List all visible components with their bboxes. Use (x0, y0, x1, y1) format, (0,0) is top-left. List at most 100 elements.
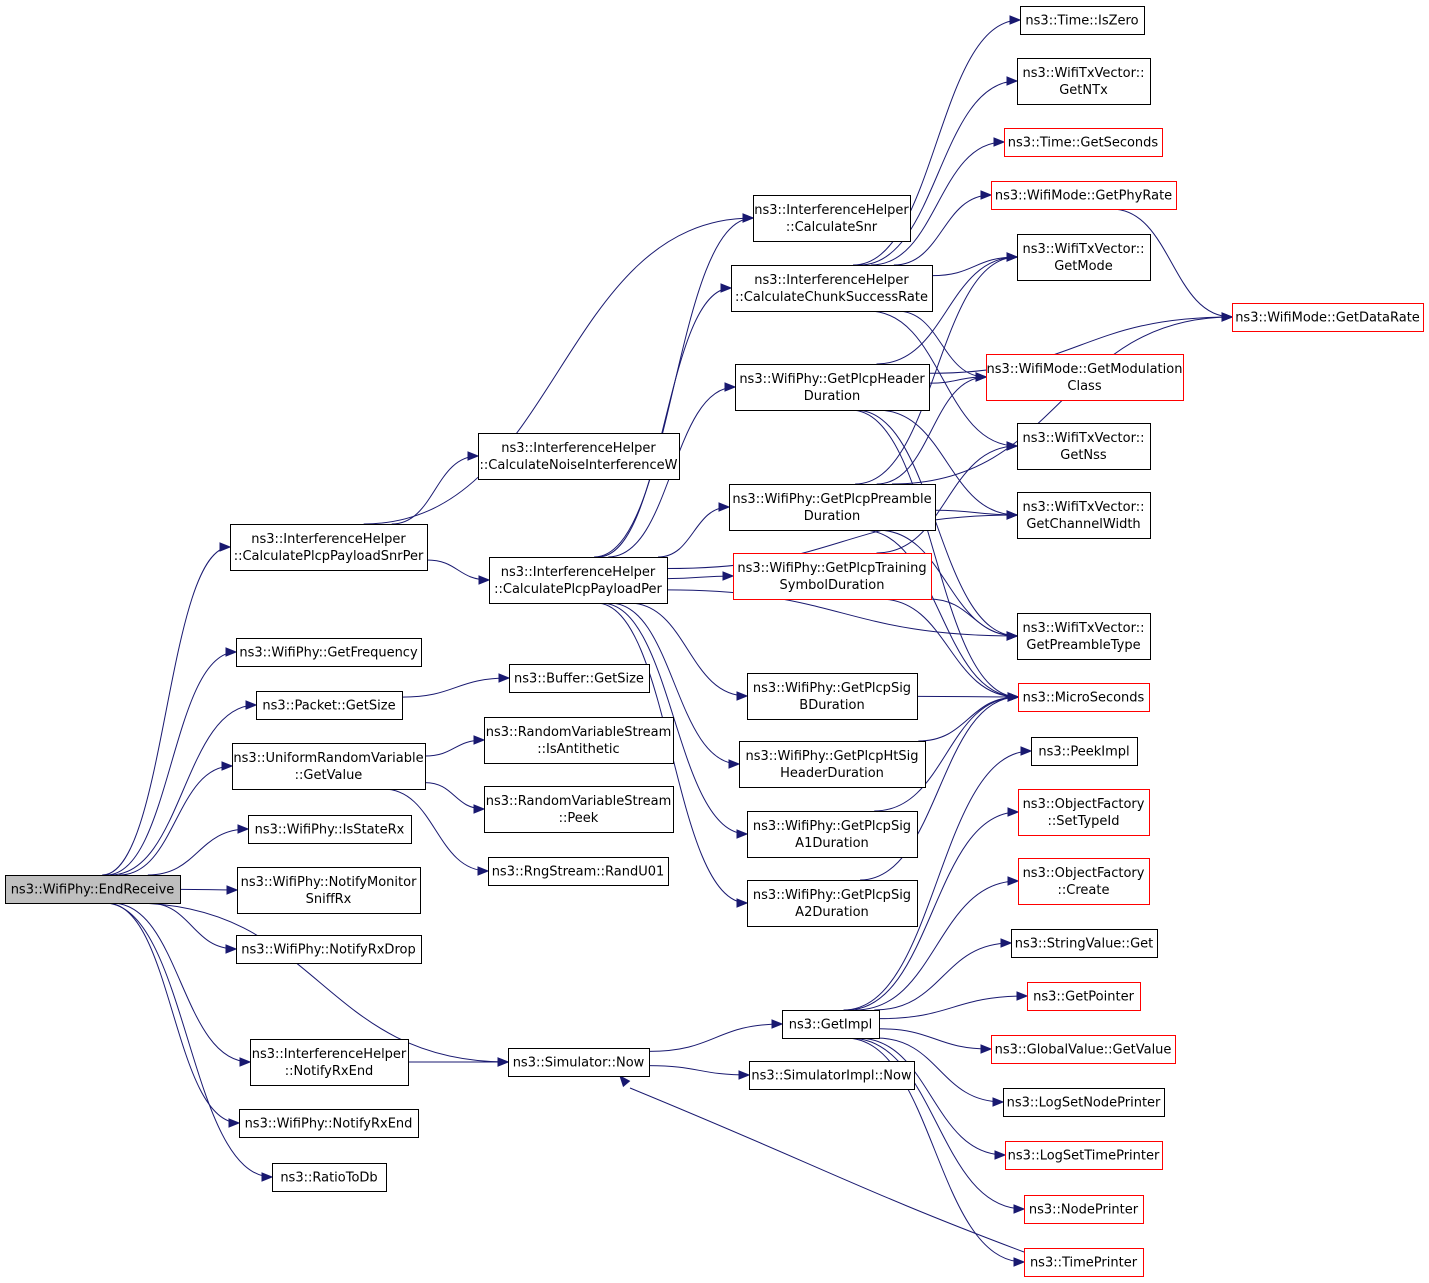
node-box[interactable] (508, 1048, 650, 1077)
node-get-impl[interactable]: ns3::GetImpl (782, 1010, 880, 1039)
node-buffer-get-size[interactable]: ns3::Buffer::GetSize (509, 664, 650, 693)
node-notify-rx-drop[interactable]: ns3::WifiPhy::NotifyRxDrop (236, 935, 422, 964)
node-box[interactable] (509, 664, 650, 693)
node-box[interactable] (1004, 128, 1163, 157)
node-box[interactable] (1017, 613, 1151, 660)
node-box[interactable] (747, 880, 918, 927)
node-box[interactable] (1017, 492, 1151, 539)
node-calc-plcp-payload-per[interactable]: ns3::InterferenceHelper::CalculatePlcpPa… (489, 557, 668, 604)
node-peek[interactable]: ns3::RandomVariableStream::Peek (484, 786, 674, 833)
node-box[interactable] (248, 815, 412, 844)
node-tx-get-nss[interactable]: ns3::WifiTxVector::GetNss (1017, 423, 1151, 470)
node-box[interactable] (237, 867, 421, 914)
node-box[interactable] (747, 673, 918, 720)
node-box[interactable] (239, 1109, 419, 1138)
node-box[interactable] (731, 265, 933, 312)
node-get-phy-rate[interactable]: ns3::WifiMode::GetPhyRate (991, 181, 1177, 210)
node-ratio-to-db[interactable]: ns3::RatioToDb (272, 1163, 387, 1192)
node-box[interactable] (484, 786, 674, 833)
node-box[interactable] (5, 875, 181, 904)
node-box[interactable] (991, 1035, 1176, 1064)
node-box[interactable] (1024, 1195, 1144, 1224)
node-global-value-get-value[interactable]: ns3::GlobalValue::GetValue (991, 1035, 1176, 1064)
node-box[interactable] (733, 553, 932, 600)
node-log-set-node-printer[interactable]: ns3::LogSetNodePrinter (1003, 1088, 1165, 1117)
node-tx-get-n-tx[interactable]: ns3::WifiTxVector::GetNTx (1017, 58, 1151, 105)
node-box[interactable] (1018, 683, 1150, 712)
node-box[interactable] (1005, 1141, 1163, 1170)
node-calc-noise-interference-w[interactable]: ns3::InterferenceHelper::CalculateNoiseI… (478, 433, 680, 480)
node-micro-seconds[interactable]: ns3::MicroSeconds (1018, 683, 1150, 712)
node-tx-get-mode[interactable]: ns3::WifiTxVector::GetMode (1017, 234, 1151, 281)
node-box[interactable] (1018, 858, 1150, 905)
node-box[interactable] (478, 433, 680, 480)
node-box[interactable] (250, 1039, 409, 1086)
node-sim-impl-now[interactable]: ns3::SimulatorImpl::Now (749, 1061, 915, 1090)
node-box[interactable] (729, 484, 936, 531)
node-box[interactable] (236, 935, 422, 964)
node-peek-impl[interactable]: ns3::PeekImpl (1031, 737, 1138, 766)
node-box[interactable] (232, 743, 426, 790)
node-get-frequency[interactable]: ns3::WifiPhy::GetFrequency (236, 638, 422, 667)
node-simulator-now[interactable]: ns3::Simulator::Now (508, 1048, 650, 1077)
node-box[interactable] (747, 811, 918, 858)
node-tx-get-preamble-type[interactable]: ns3::WifiTxVector::GetPreambleType (1017, 613, 1151, 660)
node-box[interactable] (1232, 303, 1424, 332)
node-time-is-zero[interactable]: ns3::Time::IsZero (1020, 6, 1145, 35)
node-box[interactable] (1024, 1248, 1144, 1277)
node-calc-snr[interactable]: ns3::InterferenceHelper::CalculateSnr (753, 195, 911, 242)
node-time-get-seconds[interactable]: ns3::Time::GetSeconds (1004, 128, 1163, 157)
node-box[interactable] (230, 524, 428, 571)
node-tx-get-channel-width[interactable]: ns3::WifiTxVector::GetChannelWidth (1017, 492, 1151, 539)
node-is-state-rx[interactable]: ns3::WifiPhy::IsStateRx (248, 815, 412, 844)
node-box[interactable] (1018, 789, 1150, 836)
node-uniform-get-value[interactable]: ns3::UniformRandomVariable::GetValue (232, 743, 426, 790)
node-box[interactable] (1020, 6, 1145, 35)
node-get-plcp-training-symbol-duration[interactable]: ns3::WifiPhy::GetPlcpTrainingSymbolDurat… (733, 553, 932, 600)
node-box[interactable] (735, 364, 930, 411)
node-calc-chunk-success-rate[interactable]: ns3::InterferenceHelper::CalculateChunkS… (731, 265, 933, 312)
node-box[interactable] (1003, 1088, 1165, 1117)
node-box[interactable] (489, 557, 668, 604)
node-box[interactable] (1017, 423, 1151, 470)
node-box[interactable] (739, 741, 926, 788)
node-box[interactable] (986, 354, 1184, 401)
node-box[interactable] (484, 717, 674, 764)
node-box[interactable] (1011, 929, 1158, 958)
node-box[interactable] (1031, 737, 1138, 766)
node-box[interactable] (236, 638, 422, 667)
node-string-value-get[interactable]: ns3::StringValue::Get (1011, 929, 1158, 958)
node-node-printer[interactable]: ns3::NodePrinter (1024, 1195, 1144, 1224)
node-box[interactable] (991, 181, 1177, 210)
node-packet-get-size[interactable]: ns3::Packet::GetSize (256, 691, 403, 720)
node-box[interactable] (753, 195, 911, 242)
node-of-set-type-id[interactable]: ns3::ObjectFactory::SetTypeId (1018, 789, 1150, 836)
node-end-receive[interactable]: ns3::WifiPhy::EndReceive (5, 875, 181, 904)
node-calc-plcp-payload-snr-per[interactable]: ns3::InterferenceHelper::CalculatePlcpPa… (230, 524, 428, 571)
node-ih-notify-rx-end[interactable]: ns3::InterferenceHelper::NotifyRxEnd (250, 1039, 409, 1086)
node-box[interactable] (1017, 58, 1151, 105)
node-box[interactable] (1027, 982, 1141, 1011)
node-phy-notify-rx-end[interactable]: ns3::WifiPhy::NotifyRxEnd (239, 1109, 419, 1138)
node-of-create[interactable]: ns3::ObjectFactory::Create (1018, 858, 1150, 905)
node-is-antithetic[interactable]: ns3::RandomVariableStream::IsAntithetic (484, 717, 674, 764)
node-log-set-time-printer[interactable]: ns3::LogSetTimePrinter (1005, 1141, 1163, 1170)
node-box[interactable] (782, 1010, 880, 1039)
node-get-pointer[interactable]: ns3::GetPointer (1027, 982, 1141, 1011)
node-box[interactable] (256, 691, 403, 720)
node-box[interactable] (488, 857, 669, 886)
node-time-printer[interactable]: ns3::TimePrinter (1024, 1248, 1144, 1277)
node-box[interactable] (272, 1163, 387, 1192)
node-rand-u01[interactable]: ns3::RngStream::RandU01 (488, 857, 669, 886)
node-get-data-rate[interactable]: ns3::WifiMode::GetDataRate (1232, 303, 1424, 332)
node-box[interactable] (749, 1061, 915, 1090)
node-box[interactable] (1017, 234, 1151, 281)
